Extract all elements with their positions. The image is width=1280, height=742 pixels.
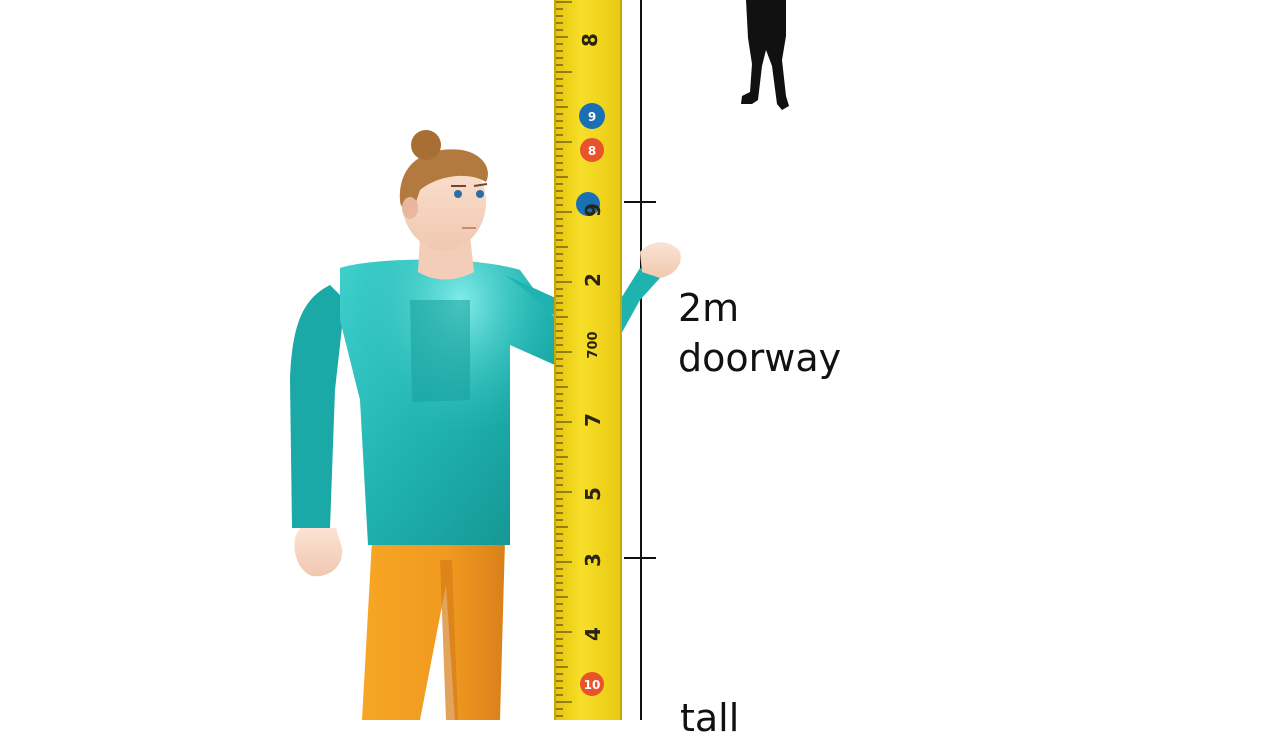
illustration-scene: 9 8 10 8 9 2 700 7 5 3 4 2m doorway tall xyxy=(290,0,842,740)
bottom-word-label: tall xyxy=(680,696,740,740)
scene-canvas: 9 8 10 8 9 2 700 7 5 3 4 xyxy=(290,0,789,720)
tape-ticks xyxy=(556,1,572,717)
person-figure xyxy=(290,130,681,720)
tape-badge-blue-text: 9 xyxy=(588,110,596,124)
person-pants xyxy=(362,540,505,720)
person-hair xyxy=(399,149,488,214)
height-object-label: doorway xyxy=(678,336,842,380)
height-value-label: 2m xyxy=(678,286,740,330)
person-left-arm xyxy=(290,285,345,528)
tape-digit: 4 xyxy=(581,627,605,641)
person-eyebrow-right xyxy=(473,183,488,187)
person-left-hand xyxy=(294,528,343,577)
tape-badge-blue: 9 xyxy=(579,103,605,129)
measurement-scale-line xyxy=(624,0,656,720)
tape-badge-red: 8 xyxy=(580,138,604,162)
tape-digit: 8 xyxy=(578,33,602,47)
shirt-pocket-shade xyxy=(410,300,470,402)
person-right-hand xyxy=(640,242,681,278)
tape-digit: 3 xyxy=(581,553,605,567)
tape-digit: 9 xyxy=(581,203,605,217)
tape-digit: 7 xyxy=(581,413,605,427)
tape-badge-red-bottom: 10 xyxy=(580,672,604,696)
standing-person-silhouette-icon xyxy=(741,0,789,110)
tape-measure: 9 8 10 8 9 2 700 7 5 3 4 xyxy=(554,0,622,720)
person-hair-bun xyxy=(411,130,441,160)
person-eye-right xyxy=(476,190,484,198)
tape-digit: 2 xyxy=(581,273,605,287)
tape-badge-red-bottom-text: 10 xyxy=(584,678,601,692)
tape-badge-red-text: 8 xyxy=(588,144,596,158)
tape-digit: 5 xyxy=(581,487,605,501)
tape-badge-blue-2 xyxy=(576,192,600,216)
person-eye-left xyxy=(454,190,462,198)
tape-digit-small: 700 xyxy=(586,331,601,358)
person-ear xyxy=(402,197,418,219)
